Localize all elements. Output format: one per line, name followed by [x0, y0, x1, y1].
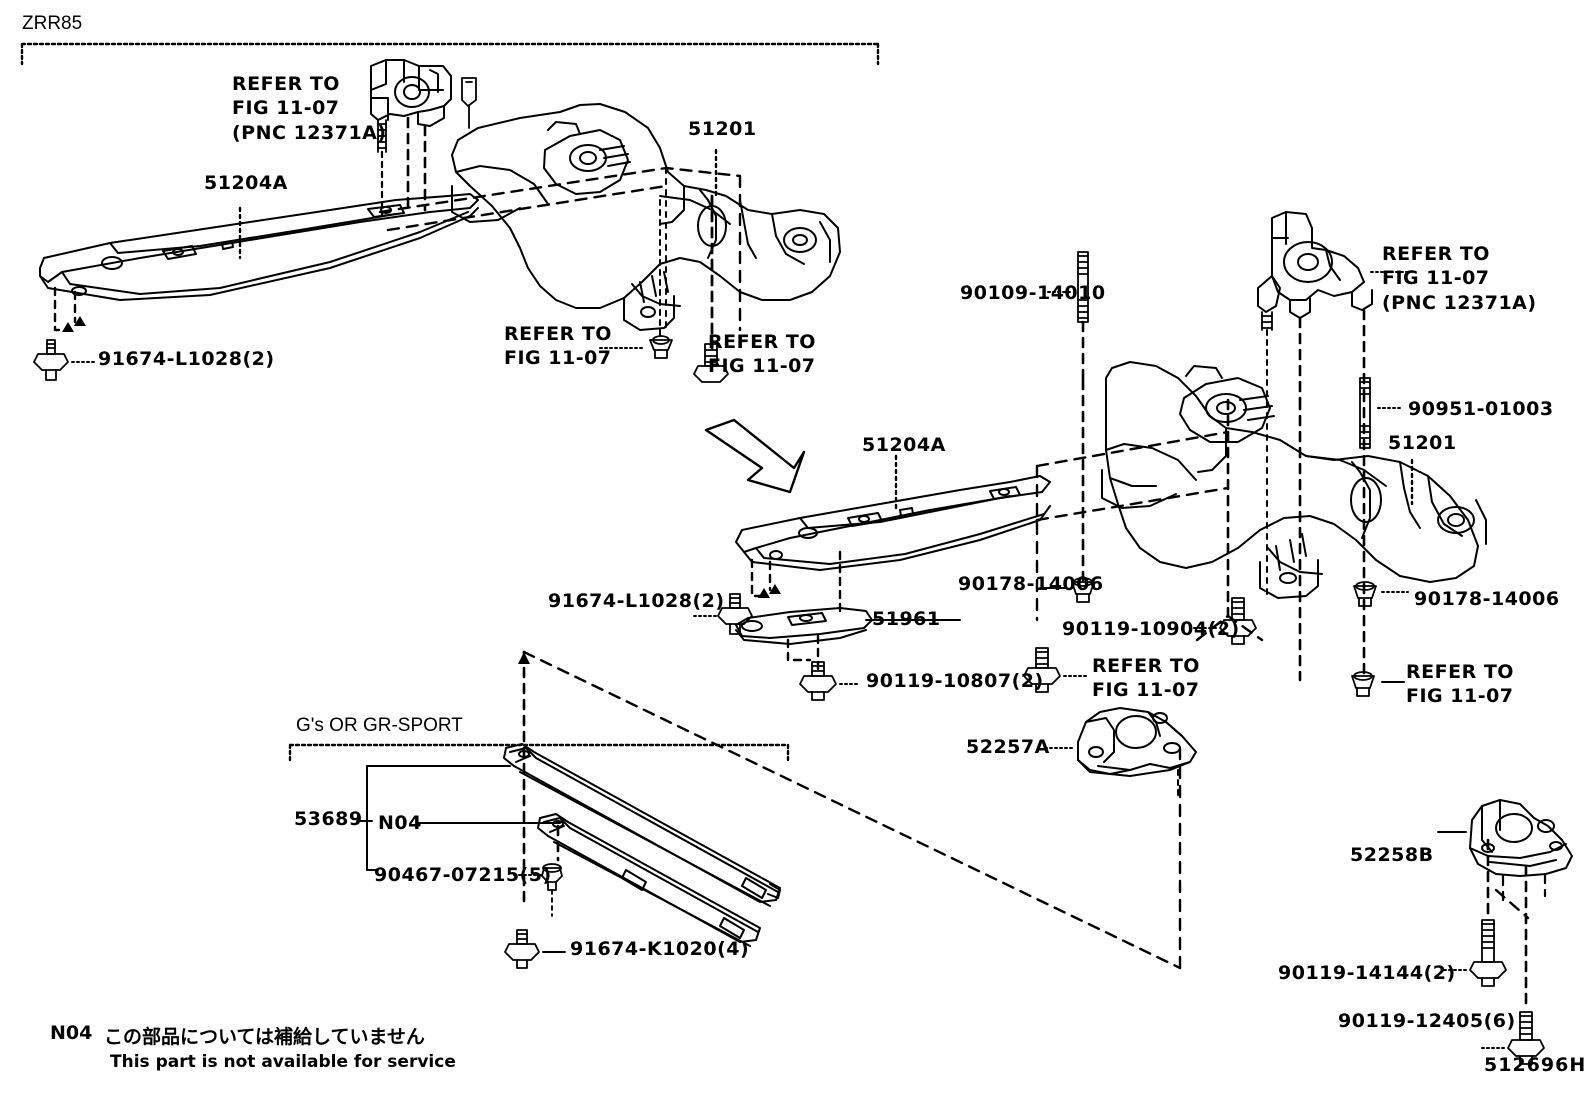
part-group-53689-bracket: [356, 765, 511, 871]
assembly-line: [750, 558, 772, 598]
assembly-line: [53, 286, 77, 332]
clip-label-90467-07215[interactable]: 90467-07215(5): [374, 864, 552, 886]
assembly-line: [1081, 378, 1366, 682]
part-52258b: [1469, 799, 1573, 877]
variant-group-bracket: [288, 743, 790, 764]
construction-line: [378, 166, 742, 332]
nut-label-90178-14006-left[interactable]: 90178-14006: [958, 573, 1104, 595]
pin-left: [461, 77, 477, 129]
engine-mount-bracket-right: [1257, 211, 1373, 319]
bolt-label-91674-l1028-top[interactable]: 91674-L1028(2): [98, 348, 275, 370]
model-group-bracket: [20, 42, 880, 66]
footnote-en-text: This part is not available for service: [110, 1052, 456, 1072]
nut-90178-14006-right: [1353, 581, 1377, 607]
bolt-91674-k1020: [504, 929, 540, 969]
stud-label-90951-01003[interactable]: 90951-01003: [1408, 398, 1554, 420]
direction-arrow: [704, 418, 806, 494]
footnote-jp-text: この部品については補給していません: [104, 1026, 425, 1048]
mount-stud-left: [377, 119, 387, 153]
nut-refer-right: [1351, 671, 1375, 697]
bolt-90119-12405: [1507, 1011, 1545, 1065]
part-51961: [735, 607, 873, 645]
marker-label-n04: N04: [378, 812, 422, 834]
part-53689-braces: [503, 743, 781, 947]
bolt-label-90119-10807[interactable]: 90119-10807(2): [866, 670, 1044, 692]
bolt-label-91674-k1020[interactable]: 91674-K1020(4): [570, 938, 750, 960]
part-label-51201-right[interactable]: 51201: [1388, 432, 1457, 454]
bolt-label-90119-12405[interactable]: 90119-12405(6): [1338, 1010, 1516, 1032]
part-label-51201-top[interactable]: 51201: [688, 118, 757, 140]
stud-90109-14010: [1077, 251, 1089, 323]
diagram-code: 512696H: [1484, 1054, 1587, 1076]
construction-line: [522, 650, 1182, 970]
assembly-line: [522, 650, 560, 910]
model-group-label: ZRR85: [22, 13, 83, 34]
bolt-label-91674-l1028-center[interactable]: 91674-L1028(2): [548, 590, 725, 612]
refer-label-right-lower-left: REFER TO FIG 11-07: [1092, 655, 1200, 702]
part-51201-right: [1101, 361, 1487, 599]
bolt-90119-10807: [799, 661, 837, 701]
bolt-label-90119-10904[interactable]: 90119-10904(2): [1062, 618, 1240, 640]
bolt-90119-10904: [1219, 597, 1257, 645]
part-label-52258b[interactable]: 52258B: [1350, 844, 1434, 866]
refer-label-top-center-left: REFER TO FIG 11-07: [504, 323, 612, 370]
part-label-52257a[interactable]: 52257A: [966, 736, 1050, 758]
part-52257a: [1077, 707, 1197, 777]
part-label-51961[interactable]: 51961: [872, 608, 941, 630]
mount-studs-right: [1261, 311, 1273, 331]
part-51204a-top: [39, 193, 479, 301]
bolt-90119-14144: [1469, 919, 1507, 987]
bolt-top-center: [693, 343, 729, 383]
nut-top-center: [649, 335, 673, 359]
refer-label-top-center-right: REFER TO FIG 11-07: [708, 331, 816, 378]
nut-label-90178-14006-right[interactable]: 90178-14006: [1414, 588, 1560, 610]
part-51201-top: [451, 103, 841, 331]
refer-label-right: REFER TO FIG 11-07 (PNC 12371A): [1382, 243, 1537, 314]
variant-group-label: G's OR GR-SPORT: [296, 715, 463, 736]
stud-label-90109-14010[interactable]: 90109-14010: [960, 282, 1106, 304]
construction-line: [1035, 430, 1264, 642]
nut-90178-14006-left: [1071, 577, 1095, 603]
bolt-refer-left: [1023, 647, 1061, 693]
part-label-53689[interactable]: 53689: [294, 808, 363, 830]
part-label-51204a-top[interactable]: 51204A: [204, 172, 288, 194]
part-label-51204a-center[interactable]: 51204A: [862, 434, 946, 456]
engine-mount-bracket-left: [370, 59, 452, 127]
refer-label-top-left: REFER TO FIG 11-07 (PNC 12371A): [232, 73, 387, 144]
bolt-91674-l1028-top: [33, 339, 69, 381]
footnote-key: N04: [50, 1022, 93, 1044]
refer-label-right-lower-right: REFER TO FIG 11-07: [1406, 661, 1514, 708]
bolt-label-90119-14144[interactable]: 90119-14144(2): [1278, 962, 1456, 984]
